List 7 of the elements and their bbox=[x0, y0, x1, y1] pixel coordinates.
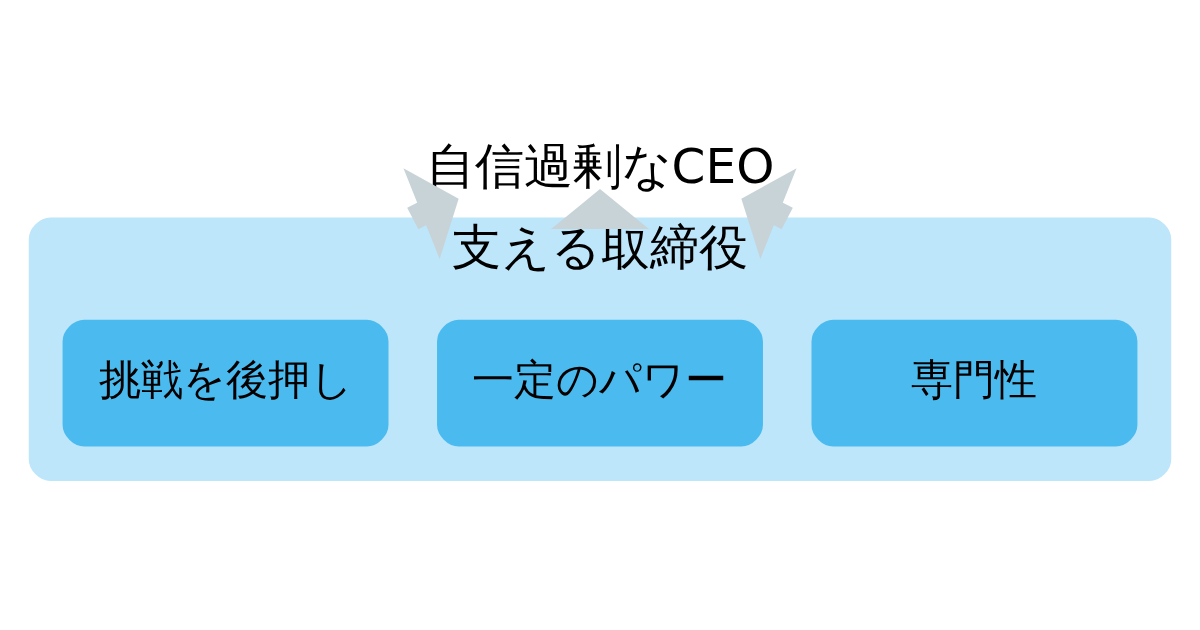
node-box: 専門性 bbox=[811, 319, 1138, 446]
node-box: 挑戦を後押し bbox=[62, 319, 389, 446]
arrow bbox=[403, 167, 459, 259]
node-text: 自信過剰なCEO bbox=[425, 137, 775, 194]
arrow bbox=[551, 188, 649, 229]
node-box: 一定のパワー bbox=[437, 319, 763, 446]
arrow bbox=[741, 167, 797, 259]
